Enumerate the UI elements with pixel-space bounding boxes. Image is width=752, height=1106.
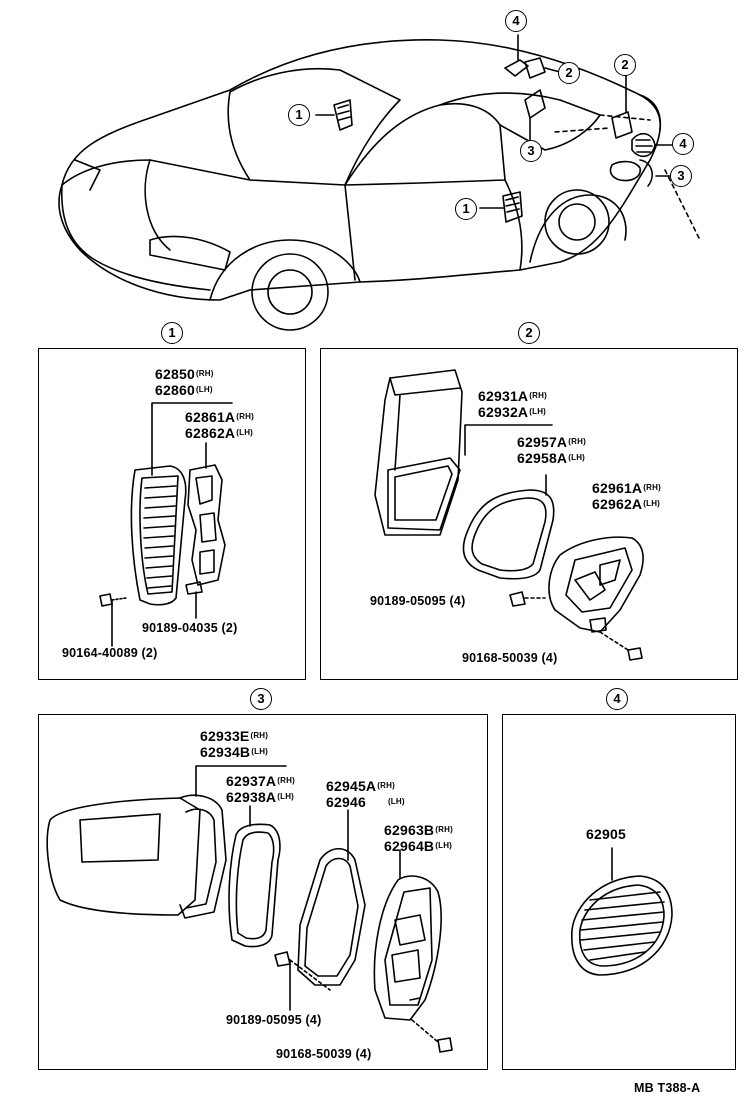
callout-1-dash: 1	[288, 104, 310, 126]
part-62961a: 62961A(RH)	[592, 480, 661, 496]
part-62932a: 62932A(LH)	[478, 404, 547, 420]
part-62850: 62850(RH)	[155, 366, 214, 382]
part-62905: 62905	[586, 826, 626, 842]
panel-1-art	[99, 402, 233, 647]
part-62862a: 62862A(LH)	[185, 425, 254, 441]
panel-3-art	[46, 765, 453, 1053]
callout-3-mid: 3	[520, 140, 542, 162]
diagram-reference: MB T388-A	[634, 1081, 701, 1095]
callout-3-right: 3	[670, 165, 692, 187]
panel-3-number: 3	[250, 688, 272, 710]
part-62931a: 62931A(RH)	[478, 388, 547, 404]
callout-2-right: 2	[614, 54, 636, 76]
part-90189-04035: 90189-04035 (2)	[142, 621, 238, 635]
part-62861a: 62861A(RH)	[185, 409, 254, 425]
panel-4	[502, 714, 736, 1070]
part-90168-50039-p2: 90168-50039 (4)	[462, 651, 558, 665]
part-62945a: 62945A(RH)	[326, 778, 395, 794]
part-62963b: 62963B(RH)	[384, 822, 453, 838]
callout-4-right: 4	[672, 133, 694, 155]
part-62964b: 62964B(LH)	[384, 838, 453, 854]
panel-2-art	[374, 369, 644, 661]
part-62962a: 62962A(LH)	[592, 496, 661, 512]
part-62937a: 62937A(RH)	[226, 773, 295, 789]
panel-2	[320, 348, 738, 680]
callout-1-side: 1	[455, 198, 477, 220]
panel-1	[38, 348, 306, 680]
panel-3	[38, 714, 488, 1070]
part-90189-05095-p2: 90189-05095 (4)	[370, 594, 466, 608]
part-62958a: 62958A(LH)	[517, 450, 586, 466]
part-62957a: 62957A(RH)	[517, 434, 586, 450]
part-62860: 62860(LH)	[155, 382, 213, 398]
panel-2-number: 2	[518, 322, 540, 344]
part-62933e: 62933E(RH)	[200, 728, 269, 744]
panel-4-art	[571, 847, 673, 976]
part-90164-40089: 90164-40089 (2)	[62, 646, 158, 660]
panel-4-number: 4	[606, 688, 628, 710]
part-62946: 62946(LH)	[326, 794, 405, 810]
part-90168-50039-p3: 90168-50039 (4)	[276, 1047, 372, 1061]
callout-2-top: 2	[558, 62, 580, 84]
part-62934b: 62934B(LH)	[200, 744, 269, 760]
part-90189-05095-p3: 90189-05095 (4)	[226, 1013, 322, 1027]
car-illustration	[58, 34, 701, 331]
panel-1-number: 1	[161, 322, 183, 344]
callout-4-top: 4	[505, 10, 527, 32]
part-62938a: 62938A(LH)	[226, 789, 295, 805]
